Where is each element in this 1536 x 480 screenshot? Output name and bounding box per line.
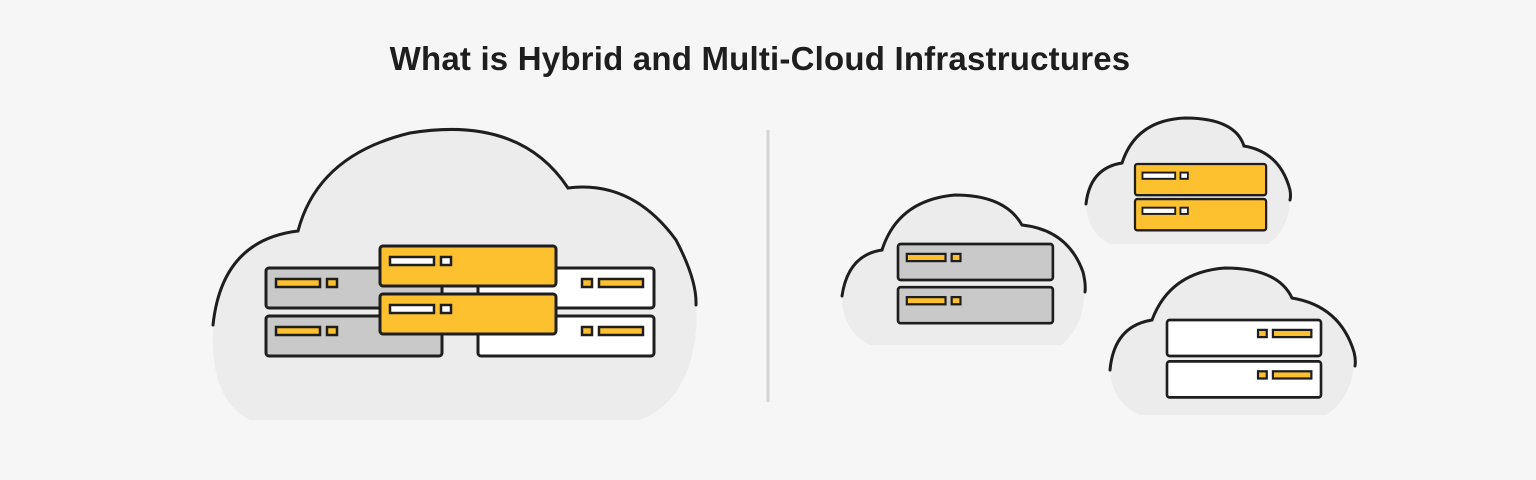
server-unit xyxy=(896,285,1055,325)
server-unit xyxy=(1165,318,1323,358)
server-unit xyxy=(1133,197,1268,232)
cloud-b-outline xyxy=(1084,116,1292,206)
multi-cloud-c xyxy=(1108,266,1357,415)
server-unit xyxy=(1165,360,1323,399)
cloud-c-outline xyxy=(1108,266,1357,372)
server-unit xyxy=(378,292,558,336)
server-unit xyxy=(378,244,558,288)
server-unit xyxy=(896,242,1055,282)
hybrid-cloud xyxy=(211,127,698,420)
multi-cloud-a xyxy=(840,193,1087,345)
page-title: What is Hybrid and Multi-Cloud Infrastru… xyxy=(389,40,1131,77)
multi-cloud-b xyxy=(1084,116,1292,244)
server-unit xyxy=(1133,162,1268,197)
hybrid-cloud-outline xyxy=(211,127,698,327)
cloud-a-outline xyxy=(840,193,1087,298)
